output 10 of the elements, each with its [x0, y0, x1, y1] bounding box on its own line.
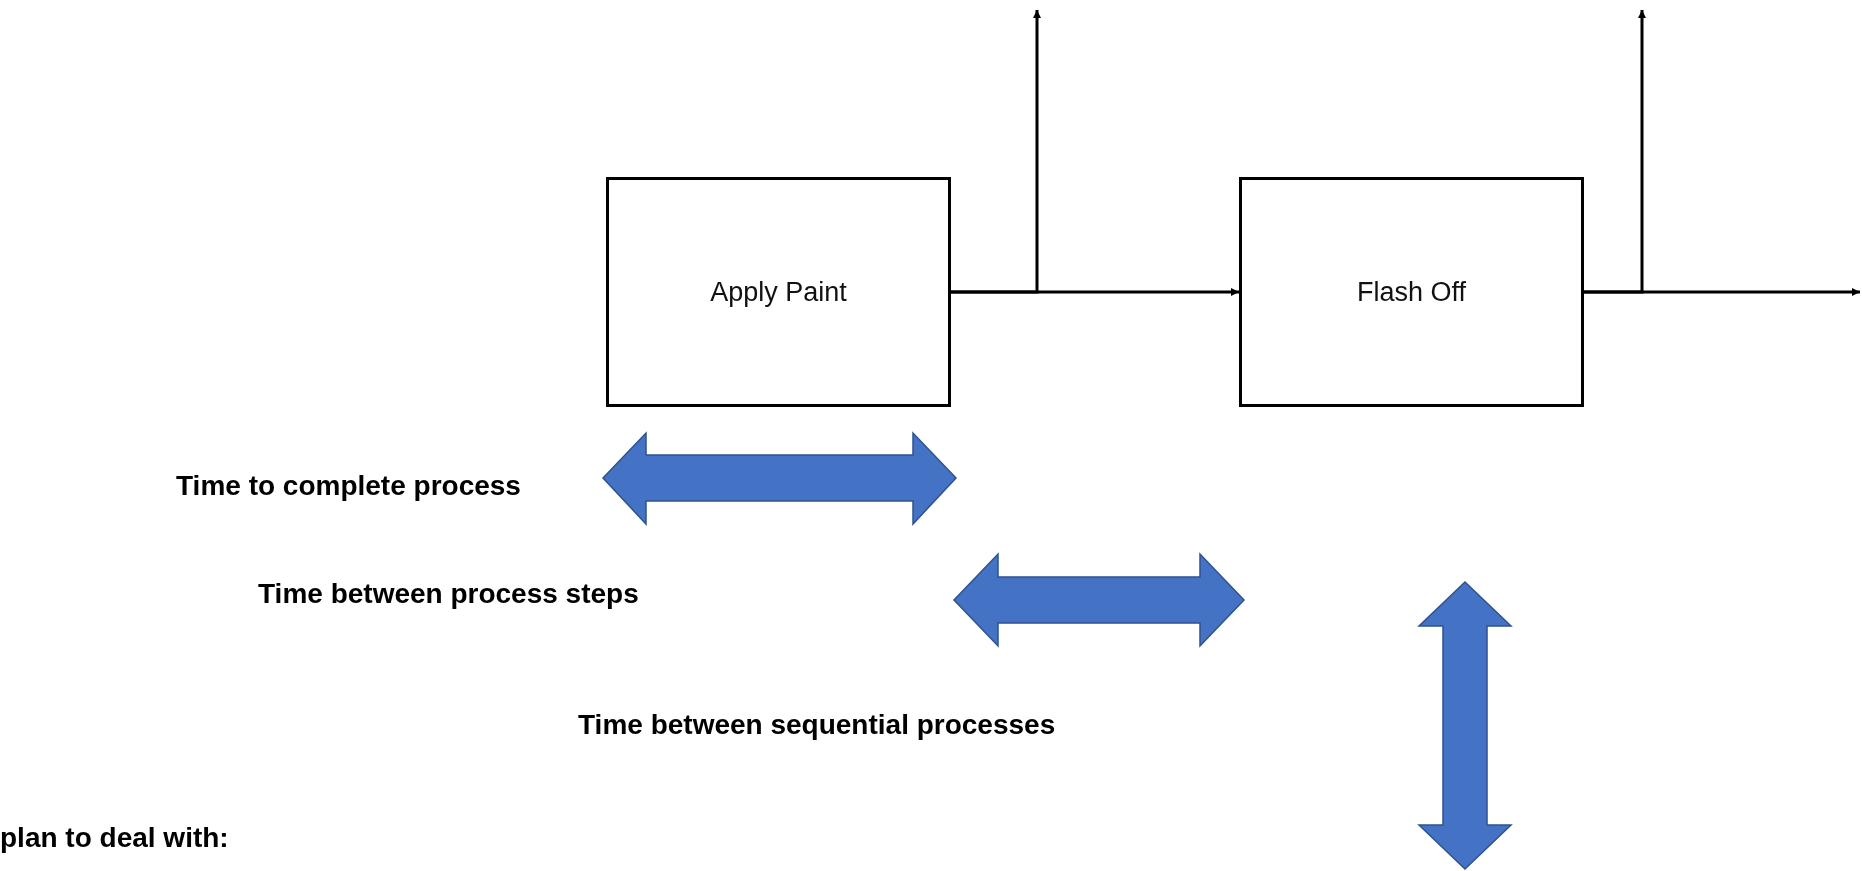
dimension-label: plan to deal with: [0, 822, 229, 854]
dimension-label: Time to complete process [176, 470, 521, 502]
process-box [606, 177, 951, 407]
process-name: Apply Paint [710, 276, 847, 308]
process-box [1239, 177, 1584, 407]
dimension-label: Time between process steps [258, 578, 639, 610]
arrow [951, 10, 1041, 294]
dimension-label: Time between sequential processes [578, 709, 1056, 741]
process-name: Flash Off [1356, 276, 1466, 308]
arrow [1584, 288, 1860, 296]
